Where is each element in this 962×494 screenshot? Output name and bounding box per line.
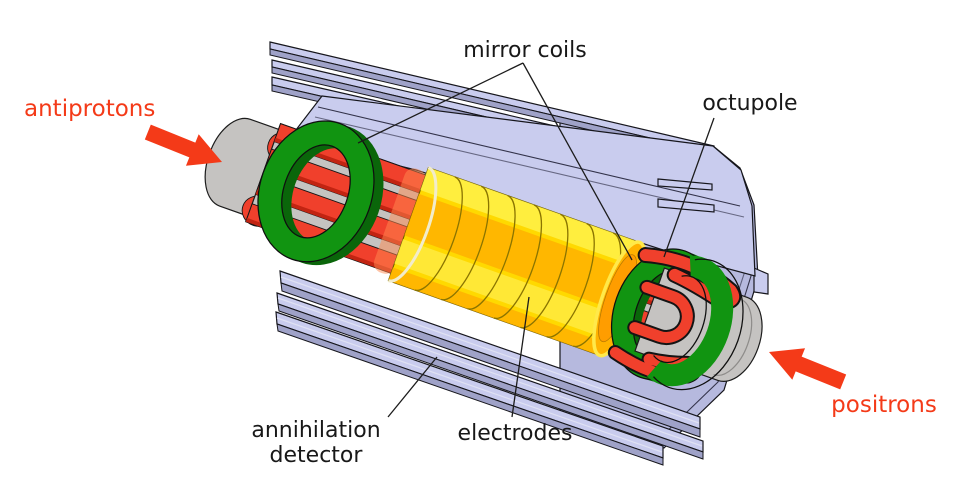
detector-side-tab bbox=[753, 267, 769, 295]
bottom-slab-3-edge bbox=[276, 323, 664, 466]
octupole-hairpin-middle bbox=[629, 281, 693, 343]
penning-trap-assembly bbox=[204, 117, 763, 391]
leader-electrodes bbox=[511, 296, 530, 418]
mirror-coils-label: mirror coils bbox=[463, 38, 587, 63]
electrode-shade-top bbox=[420, 167, 640, 265]
leader-mirror-coils-left bbox=[357, 62, 524, 144]
top-panel-tab-1 bbox=[657, 178, 713, 191]
mirror-coil-right-front-outer bbox=[653, 258, 744, 391]
mirror-coil-left bbox=[257, 120, 375, 262]
octupole-hairpin-top bbox=[639, 249, 740, 309]
antiprotons-arrow-icon bbox=[144, 124, 222, 166]
electrode-shade-lower bbox=[394, 239, 615, 339]
electrode-ring-1 bbox=[414, 176, 463, 292]
leader-octupole bbox=[663, 117, 715, 258]
annihilation-detector-label-line1: annihilation bbox=[251, 418, 380, 443]
top-panel-tab-2 bbox=[657, 198, 715, 213]
electrode-ring-4 bbox=[493, 204, 543, 320]
mirror-coil-left-inner-outline bbox=[281, 144, 351, 239]
leader-annihilation-detector bbox=[387, 356, 438, 418]
annihilation-detector-structure bbox=[269, 41, 769, 466]
leader-mirror-coils-right bbox=[522, 62, 633, 261]
electrode-shade-bottom bbox=[388, 267, 605, 356]
electrode-ring-5 bbox=[520, 213, 569, 329]
mirror-coil-right-front-inner bbox=[653, 275, 707, 364]
bottom-slab-2-edge bbox=[277, 303, 704, 460]
electrode-glow-left bbox=[373, 168, 426, 274]
electrode-ring-6 bbox=[546, 222, 595, 338]
right-end-cap-rim bbox=[713, 298, 753, 376]
antiprotons-label: antiprotons bbox=[24, 96, 155, 122]
top-panel-seam-1 bbox=[317, 106, 741, 207]
electrode-left-rim bbox=[387, 166, 438, 283]
mirror-coil-right-front bbox=[647, 255, 734, 387]
annihilation-detector-label-line2: detector bbox=[270, 443, 364, 468]
annotations: antiprotons positrons mirror coils octup… bbox=[24, 38, 937, 468]
bottom-slab-2-highlight bbox=[277, 297, 703, 447]
electrode-ring-2 bbox=[440, 185, 490, 301]
bottom-slab-1-edge bbox=[280, 282, 701, 438]
mirror-coil-left-outer-outline bbox=[257, 120, 375, 263]
electrodes-label: electrodes bbox=[458, 421, 573, 446]
bottom-slab-1-highlight bbox=[280, 276, 700, 424]
electrode-shade-mid bbox=[404, 193, 631, 311]
positrons-arrow-icon bbox=[769, 348, 847, 390]
bottom-slab-3-highlight bbox=[276, 317, 663, 453]
electrode-ring-3 bbox=[467, 194, 516, 310]
octupole-label: octupole bbox=[702, 91, 797, 116]
positrons-label: positrons bbox=[831, 392, 937, 418]
